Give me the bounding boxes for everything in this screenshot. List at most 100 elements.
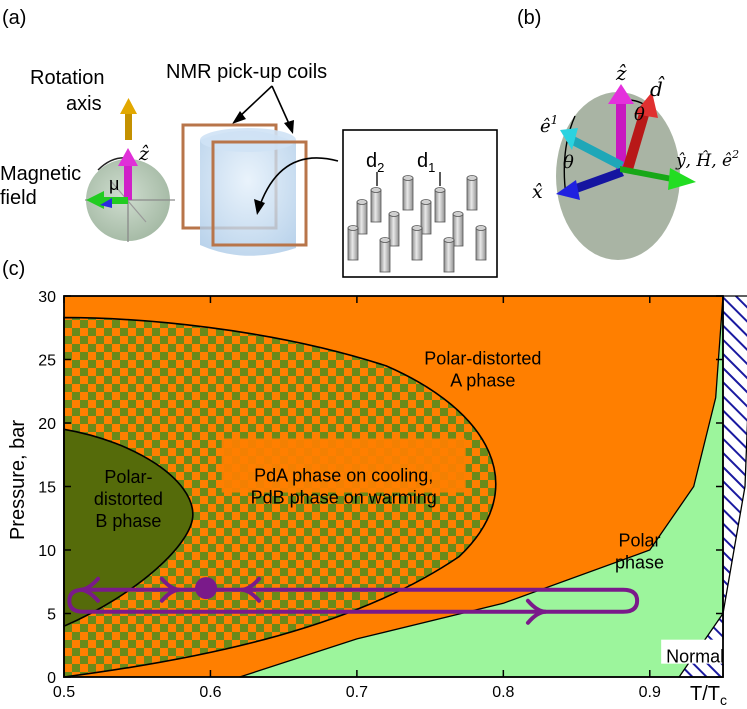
pillar-11 [443, 237, 455, 273]
path-marker [195, 577, 218, 600]
inset-arrow-head [254, 199, 265, 215]
pillar-4 [370, 187, 382, 223]
y-tick-label-0: 0 [47, 670, 56, 687]
theta-b-left: θ [563, 152, 574, 173]
inset-arrow [259, 157, 339, 206]
y-group-label: ŷ, Ĥ, ê2 [675, 148, 739, 171]
e1-arrow-icon [560, 128, 624, 170]
x-axis-title-main: T/T [690, 683, 720, 705]
e1-main: ê [540, 116, 551, 137]
nmr-label: NMR pick-up coils [166, 61, 327, 83]
pdb-label-line-2: B phase [95, 511, 161, 531]
pillar-8 [347, 225, 359, 261]
pillar-9 [379, 237, 391, 273]
y-tick-label-3: 15 [38, 480, 56, 497]
path-arrow-right [525, 598, 547, 625]
y-tick-label-4: 20 [38, 416, 56, 433]
theta-arc-1 [563, 115, 576, 197]
y-tick-label-6: 30 [38, 289, 56, 306]
checker-label-bg [221, 438, 466, 493]
normal-label-bg [661, 639, 730, 664]
y-group-main: ŷ, Ĥ, ê [675, 150, 732, 171]
cooling-warming-path [67, 587, 640, 614]
theta-b-right: θ [634, 104, 645, 125]
pda-label-line-0: Polar-distorted [424, 349, 541, 369]
y-group-sup: 2 [731, 148, 739, 161]
path-arrow-mid [240, 576, 262, 603]
pillar-0 [356, 199, 368, 235]
y-tick-label-5: 25 [38, 353, 56, 370]
nmr-coils-icon [181, 123, 308, 256]
magnetic-field-label: Magnetic field [0, 163, 87, 209]
x-hat-label: x̂ [532, 181, 543, 203]
panel-b: (b) ẑ d̂ θ ê1 θ x̂ ŷ, Ĥ, ê2 [517, 7, 739, 260]
phase-diagram-axes: 0.5 0.6 0.7 0.8 0.9 0 5 10 15 20 25 30 [38, 289, 724, 701]
magnetic-field-line1: Magnetic [0, 163, 81, 185]
pda-label-line-1: A phase [450, 371, 515, 391]
y-axis-title: Pressure, bar [7, 420, 29, 540]
nmr-arrows [232, 85, 294, 134]
y-tick-label-2: 10 [38, 543, 56, 560]
pillar-7 [466, 175, 478, 211]
pillar-2 [420, 199, 432, 235]
checker-label-line-0: PdA phase on cooling, [254, 466, 433, 486]
d1-label: d1 [417, 150, 435, 175]
x-tick-label-2: 0.7 [346, 684, 368, 701]
normal-label-line-0: Normal [666, 647, 724, 667]
panel-a-label: (a) [2, 7, 26, 29]
pillar-array-icon [347, 175, 487, 273]
normal-label: Normal [666, 647, 724, 667]
spin-sphere-icon [85, 148, 175, 242]
panel-c-label: (c) [2, 258, 25, 280]
x-tick-label-1: 0.6 [199, 684, 221, 701]
x-tick-label-3: 0.8 [492, 684, 514, 701]
path-arrow-left [79, 576, 100, 603]
rotation-axis-line2: axis [66, 93, 102, 115]
e1-label: ê1 [540, 113, 558, 137]
d2-main: d [366, 150, 377, 172]
pdb-label-line-1: distorted [94, 489, 163, 509]
y-arrow-icon [620, 166, 696, 190]
x-axis-title-sub: c [720, 692, 727, 708]
path-arrow-in [159, 576, 180, 603]
x-arrow-icon [556, 168, 624, 200]
d1-sub: 1 [428, 160, 435, 175]
polar-label-line-0: Polar [619, 530, 661, 550]
pdb-label-line-0: Polar- [104, 467, 152, 487]
magnetic-field-line2: field [0, 187, 37, 209]
pillar-1 [388, 211, 400, 247]
pillar-10 [411, 225, 423, 261]
d2-label: d2 [366, 150, 384, 175]
checker-label: PdA phase on cooling,PdB phase on warmin… [251, 466, 437, 508]
pillar-12 [475, 225, 487, 261]
z-arrow-b-icon [608, 84, 634, 172]
rotation-axis-line1: Rotation [30, 67, 105, 89]
panel-a: (a) Rotation axis Magnetic field [0, 7, 498, 278]
x-tick-label-4: 0.9 [639, 684, 661, 701]
z-hat-a-label: ẑ [138, 143, 150, 165]
x-tick-label-0: 0.5 [53, 684, 75, 701]
d-hat-label: d̂ [650, 75, 665, 101]
x-axis-title: T/Tc [690, 683, 727, 708]
y-tick-label-1: 5 [47, 607, 56, 624]
mu-label: μ [109, 174, 119, 194]
checker-label-line-1: PdB phase on warming [251, 488, 437, 508]
d1-main: d [417, 150, 428, 172]
pillar-6 [434, 187, 446, 223]
z-hat-b-label: ẑ [615, 61, 627, 85]
d-arrow-icon [622, 92, 658, 170]
pillar-5 [402, 175, 414, 211]
polar-label-line-1: phase [615, 552, 664, 572]
e1-sup: 1 [551, 113, 559, 127]
pillar-3 [452, 211, 464, 247]
panel-b-label: (b) [517, 7, 541, 29]
rotation-axis-label: Rotation axis [30, 67, 110, 115]
rotation-axis-arrow-icon [120, 98, 137, 140]
d2-sub: 2 [377, 160, 384, 175]
